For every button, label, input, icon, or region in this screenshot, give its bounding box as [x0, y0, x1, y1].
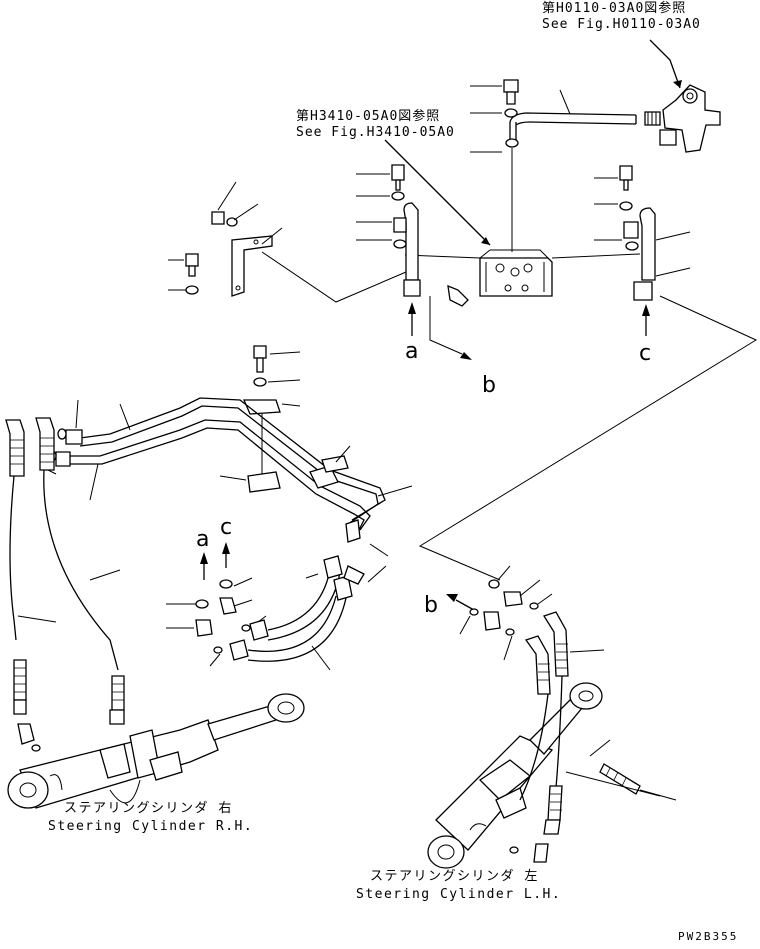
- caption-lh-en: Steering Cylinder L.H.: [356, 887, 561, 902]
- callout-a-top: a: [405, 339, 418, 364]
- center-steering-valve: [479, 249, 553, 297]
- arrow-a-head: [408, 302, 416, 314]
- caption-rh-en: Steering Cylinder R.H.: [48, 819, 253, 834]
- steering-cylinder-rh: [7, 693, 305, 809]
- arrow-c-mid-head: [222, 542, 230, 554]
- arrow-b-right-shaft: [455, 599, 475, 611]
- callout-c-mid: c: [220, 515, 232, 540]
- cylinder-rh-hose-ends: [13, 659, 125, 752]
- middle-hoses: [229, 519, 389, 671]
- leader: [551, 253, 641, 259]
- top-right-valve: [644, 84, 721, 153]
- leader: [17, 615, 57, 623]
- caption-rh-jp: ステアリングシリンダ 右: [64, 801, 233, 816]
- hose-long-1: [9, 475, 17, 641]
- callout-b-top: b: [482, 373, 496, 398]
- leader-c-long: [418, 295, 758, 581]
- ref-h0110-jp: 第H0110-03A0図参照: [542, 0, 686, 16]
- tube-bundle: [66, 397, 413, 537]
- bolt-stack-top: [470, 79, 519, 252]
- cylinder-lh-hose-ends: [509, 675, 677, 863]
- elbow-fitting-left: [356, 164, 469, 307]
- bracket-upper-left: [168, 181, 407, 303]
- leader-b: [429, 296, 463, 355]
- elbow-fitting-right: [594, 165, 691, 301]
- caption-lh-jp: ステアリングシリンダ 左: [370, 869, 539, 884]
- top-pipe: [509, 112, 637, 126]
- top-pipe-riser: [509, 122, 517, 140]
- middle-fittings: [166, 577, 267, 667]
- leader-h0110: [649, 39, 681, 89]
- arrow-a-mid-head: [200, 552, 208, 564]
- clamp-stack-middle: [219, 345, 301, 493]
- callout-b-right: b: [424, 593, 438, 618]
- drawing-code: PW2B355: [678, 930, 738, 943]
- leader-h3410: [384, 139, 491, 246]
- leader-arrowhead: [673, 80, 682, 88]
- leader: [89, 569, 121, 581]
- hose-long-2: [43, 469, 119, 671]
- steering-cylinder-lh: [427, 682, 603, 869]
- arrow-b-head: [460, 352, 472, 360]
- arrow-c-head: [642, 304, 650, 316]
- left-hose-fittings: [5, 417, 55, 477]
- right-fittings: [459, 565, 605, 695]
- ref-h3410-en: See Fig.H3410-05A0: [296, 125, 455, 140]
- arrow-b-right-head: [446, 594, 458, 602]
- callout-c-top: c: [639, 341, 651, 366]
- leader-arrowhead: [481, 237, 490, 245]
- ref-h3410-jp: 第H3410-05A0図参照: [296, 108, 440, 124]
- leader: [559, 89, 571, 115]
- callout-a-mid: a: [196, 527, 209, 552]
- ref-h0110-en: See Fig.H0110-03A0: [542, 17, 701, 32]
